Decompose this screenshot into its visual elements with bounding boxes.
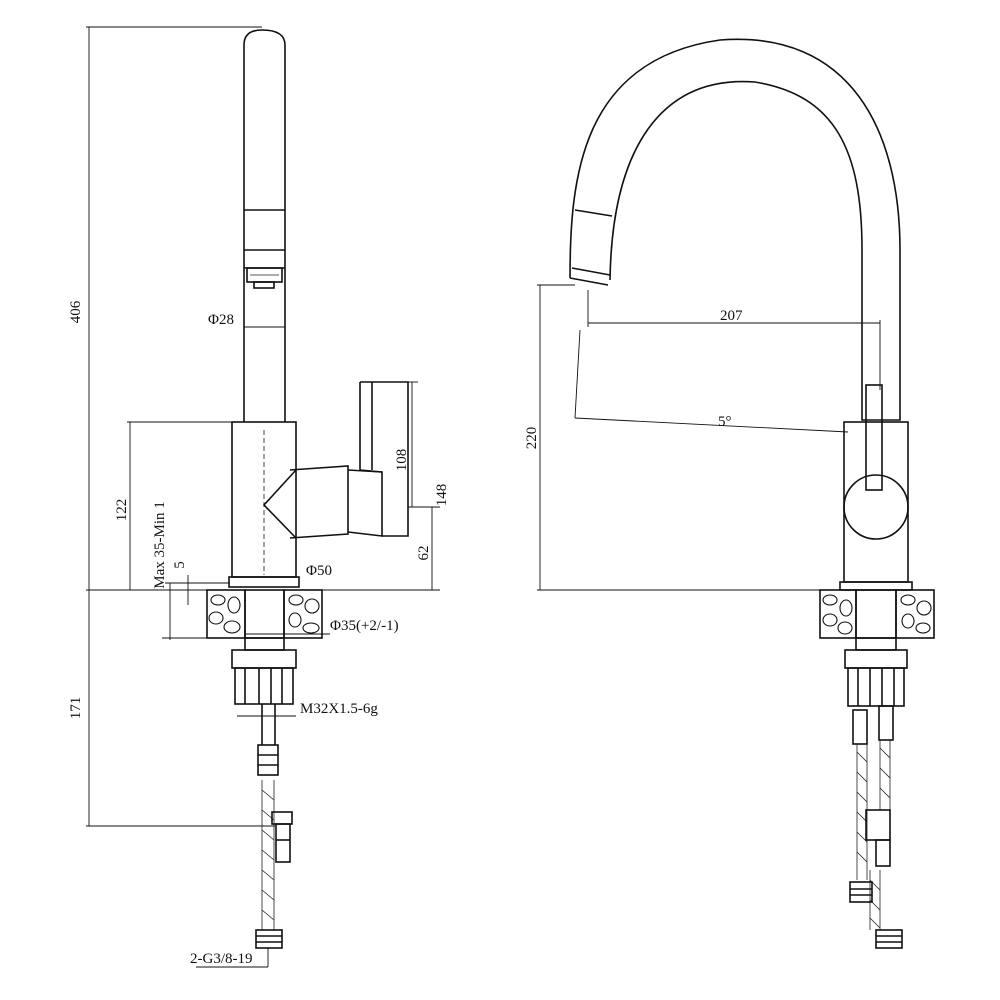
label-deck-thickness: Max 35-Min 1	[152, 501, 168, 589]
label-spout-diameter: Φ28	[208, 312, 234, 328]
front-body	[839, 421, 913, 591]
label-body-height: 122	[114, 499, 130, 522]
label-handle-bottom: 62	[416, 546, 432, 561]
label-base-diameter: Φ50	[306, 563, 332, 579]
right-view: 220 207 5°	[524, 38, 935, 949]
dimension-handle: 108 148 62	[296, 381, 450, 591]
front-hoses	[849, 705, 903, 949]
dimension-220: 220	[524, 284, 843, 591]
label-hole-diameter: Φ35(+2/-1)	[330, 618, 399, 634]
gooseneck-spout	[569, 38, 901, 421]
hoses: 2-G3/8-19	[190, 704, 293, 968]
dimension-171: 171	[68, 590, 275, 827]
shank-nut: M32X1.5-6g	[231, 637, 378, 717]
dimension-207: 207	[587, 290, 881, 390]
dimension-angle: 5°	[574, 329, 849, 433]
label-height-total: 406	[68, 300, 84, 323]
front-shank-nut	[844, 637, 908, 707]
front-countertop	[819, 589, 935, 639]
front-handle	[865, 384, 883, 491]
label-handle-top: 148	[434, 484, 450, 507]
countertop	[206, 589, 323, 639]
label-spout-height: 220	[524, 427, 540, 450]
label-angle: 5°	[718, 414, 732, 430]
dimension-deck: Max 35-Min 1 5	[152, 501, 230, 640]
handle	[262, 381, 409, 539]
label-gap: 5	[172, 561, 188, 569]
spout: Φ28	[208, 29, 286, 422]
left-view: 406 Φ28 122	[68, 26, 450, 968]
body: 122	[114, 421, 300, 590]
label-handle-height: 108	[394, 449, 410, 472]
label-thread: M32X1.5-6g	[300, 701, 378, 717]
label-below-deck: 171	[68, 697, 84, 720]
label-hose-connection: 2-G3/8-19	[190, 951, 253, 967]
label-reach: 207	[720, 308, 743, 324]
dimension-hole: Φ35(+2/-1)	[244, 618, 399, 635]
